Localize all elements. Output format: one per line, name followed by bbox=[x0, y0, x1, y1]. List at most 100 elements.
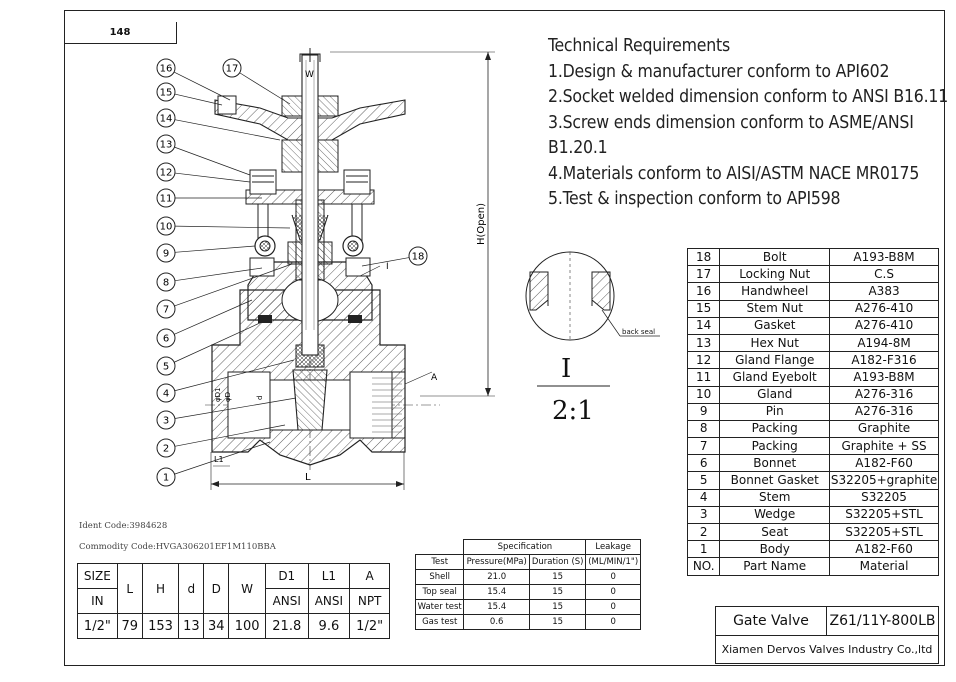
part-no: 10 bbox=[686, 385, 721, 404]
part-no: 1 bbox=[686, 540, 721, 559]
d-label: d bbox=[256, 396, 264, 400]
balloon-leader bbox=[174, 119, 281, 141]
sheet-number: 148 bbox=[64, 22, 177, 44]
v-size: 1/2" bbox=[77, 613, 118, 639]
part-no: 3 bbox=[686, 505, 721, 525]
col-duration: Duration (S) bbox=[528, 554, 587, 570]
requirement-3: 3.Screw ends dimension conform to ASME/A… bbox=[548, 112, 914, 133]
balloon-leader bbox=[174, 267, 263, 282]
balloon-number: 11 bbox=[160, 194, 173, 205]
balloon-number: 2 bbox=[163, 444, 169, 455]
part-no: 12 bbox=[686, 351, 721, 370]
part-material: S32205+graphite bbox=[829, 471, 939, 490]
balloon-circle bbox=[156, 383, 176, 403]
dd-label: φD bbox=[224, 392, 232, 402]
v-d1: 21.8 bbox=[264, 613, 309, 639]
part-name: Seat bbox=[719, 522, 831, 542]
part-name: Stem bbox=[719, 488, 831, 507]
part-material: A276-410 bbox=[829, 299, 939, 318]
part-name: Body bbox=[719, 540, 831, 559]
part-material: A383 bbox=[829, 282, 939, 301]
balloon-circle bbox=[156, 243, 176, 263]
col-leak: (ML/MIN/1") bbox=[585, 554, 641, 570]
test-spec-table: Specification Leakage Test Pressure(MPa)… bbox=[414, 539, 641, 630]
technical-requirements: Technical Requirements 1.Design & manufa… bbox=[548, 34, 948, 213]
balloon-number: 16 bbox=[160, 64, 173, 75]
part-name: Stem Nut bbox=[719, 299, 831, 318]
col-pressure: Pressure(MPa) bbox=[463, 554, 530, 570]
part-material: A182-F60 bbox=[829, 540, 939, 559]
balloon-leader bbox=[174, 93, 223, 106]
balloon-leader bbox=[174, 321, 263, 363]
balloon-circle bbox=[222, 58, 242, 78]
size-table: SIZE L H d D W D1 L1 A IN ANSI ANSI NPT … bbox=[77, 563, 390, 639]
balloon-number: 10 bbox=[160, 222, 173, 233]
v-h: 153 bbox=[141, 613, 180, 639]
part-no: 14 bbox=[686, 316, 721, 335]
requirements-title: Technical Requirements bbox=[548, 36, 730, 56]
balloon-circle bbox=[156, 356, 176, 376]
part-material: S32205+STL bbox=[829, 505, 939, 525]
balloon-number: 13 bbox=[160, 140, 173, 151]
requirement-3-cont: B1.20.1 bbox=[548, 138, 608, 158]
balloon-number: 17 bbox=[226, 64, 239, 75]
spec-duration: 15 bbox=[528, 614, 587, 630]
spec-pressure: 0.6 bbox=[463, 614, 530, 630]
balloon-circle bbox=[156, 58, 176, 78]
part-name: Bonnet Gasket bbox=[719, 471, 831, 490]
balloon-number: 5 bbox=[163, 362, 169, 373]
balloon-number: 6 bbox=[163, 334, 169, 345]
spec-pressure: 15.4 bbox=[463, 584, 530, 600]
balloon-leader bbox=[174, 245, 256, 253]
spec-duration: 15 bbox=[528, 569, 587, 585]
v-w: 100 bbox=[228, 613, 266, 639]
balloon-number: 9 bbox=[163, 249, 169, 260]
part-material: A276-316 bbox=[829, 402, 939, 421]
part-no: 18 bbox=[686, 247, 721, 267]
spec-leak: 0 bbox=[585, 569, 641, 585]
part-no: 2 bbox=[686, 522, 721, 542]
company-name: Xiamen Dervos Valves Industry Co.,ltd bbox=[715, 635, 939, 664]
parts-header-row: NO. Part Name Material bbox=[686, 557, 939, 576]
part-name: Pin bbox=[719, 402, 831, 421]
balloon-leader bbox=[174, 172, 251, 183]
part-no: 4 bbox=[686, 488, 721, 507]
part-no: 17 bbox=[686, 265, 721, 284]
v-l: 79 bbox=[116, 613, 143, 639]
part-name: Bolt bbox=[719, 247, 831, 267]
spec-leak: 0 bbox=[585, 614, 641, 630]
balloon-circle bbox=[408, 246, 428, 266]
parts-header-material: Material bbox=[829, 557, 939, 576]
part-material: A193-B8M bbox=[829, 368, 939, 387]
product-model: Z61/11Y-800LB bbox=[826, 606, 939, 636]
h-D: D bbox=[203, 563, 230, 614]
h-ansi2: ANSI bbox=[307, 588, 351, 614]
part-material: A182-F316 bbox=[829, 351, 939, 370]
h-open-label: H(Open) bbox=[476, 203, 487, 245]
h-ansi1: ANSI bbox=[264, 588, 309, 614]
spec-leak: 0 bbox=[585, 584, 641, 600]
wedge bbox=[292, 369, 328, 431]
balloon-leader bbox=[361, 257, 410, 267]
back-seal-callout: back seal bbox=[622, 328, 656, 336]
spec-test: Top seal bbox=[414, 584, 465, 600]
detail-view-i bbox=[525, 251, 660, 387]
part-name: Hex Nut bbox=[719, 333, 831, 353]
requirement-1: 1.Design & manufacturer conform to API60… bbox=[548, 61, 890, 82]
drawing-frame bbox=[64, 10, 945, 666]
part-name: Gland Flange bbox=[719, 351, 831, 370]
